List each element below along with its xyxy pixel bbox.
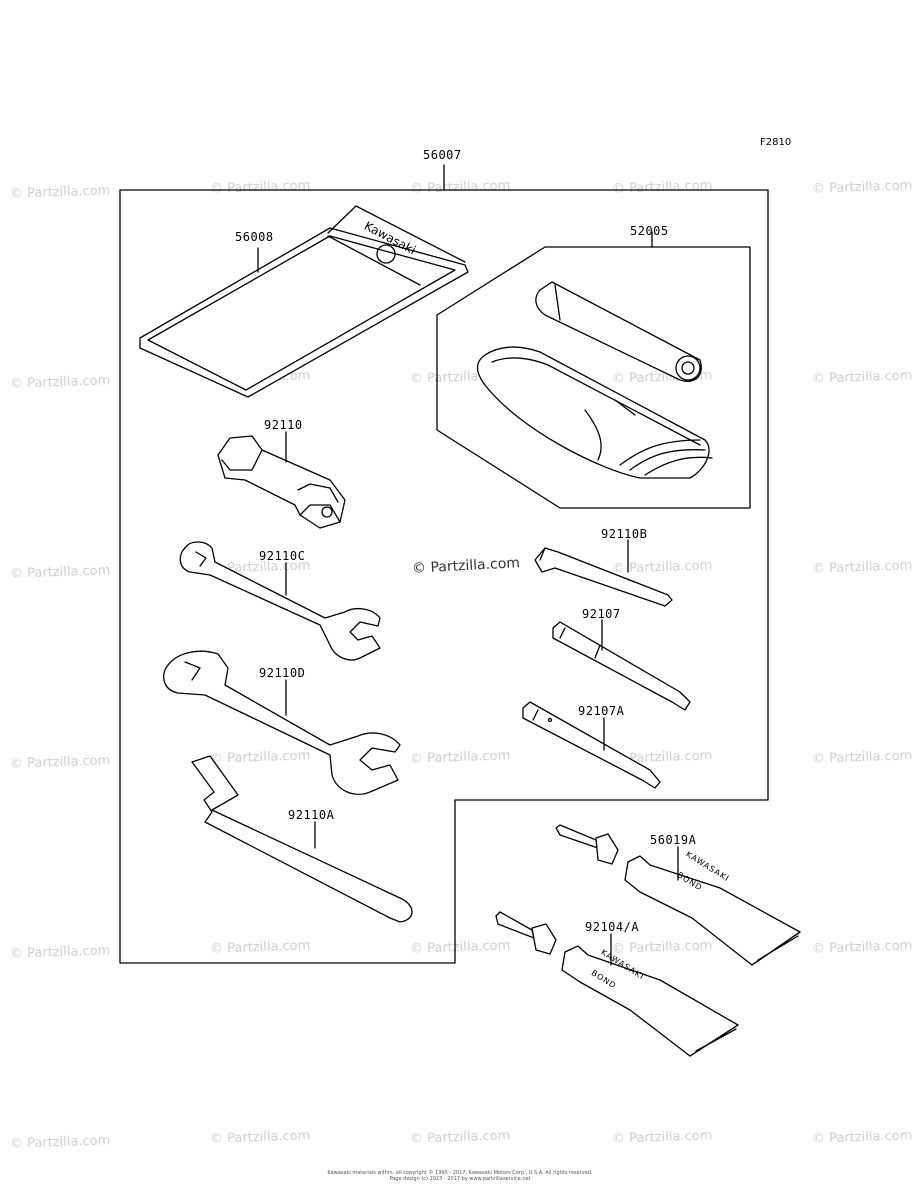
hook-wrench-drawing <box>191 755 413 923</box>
part-label-screwdriver-a[interactable]: 92107 <box>582 607 621 621</box>
part-label-wrench-large[interactable]: 92110D <box>259 666 306 680</box>
bag-set-outline <box>436 246 751 509</box>
part-label-pouch[interactable]: 56008 <box>235 230 274 244</box>
screwdriver-b-drawing <box>522 701 661 789</box>
large-wrench-drawing <box>163 650 401 795</box>
small-wrench-drawing <box>179 541 381 661</box>
part-label-bond-b[interactable]: 92104/A <box>585 920 640 934</box>
footer-line-1: Kawasaki materials within, all copyright… <box>327 1170 593 1176</box>
bond-tube-b-drawing <box>495 911 739 1057</box>
bond-tube-a-drawing <box>555 824 801 966</box>
part-label-kit[interactable]: 56007 <box>423 148 462 162</box>
plug-wrench-drawing <box>217 431 346 529</box>
hex-key-drawing <box>534 539 673 607</box>
part-label-hex-key[interactable]: 92110B <box>601 527 648 541</box>
pouch-drawing <box>139 205 469 398</box>
screwdriver-a-drawing <box>552 619 691 711</box>
part-label-wrench-small[interactable]: 92110C <box>259 549 306 563</box>
kit-outline <box>119 189 769 964</box>
tool-bag-drawing <box>476 281 713 479</box>
part-label-screwdriver-b[interactable]: 92107A <box>578 704 625 718</box>
part-label-hook-wrench[interactable]: 92110A <box>288 808 335 822</box>
part-label-plug-wrench[interactable]: 92110 <box>264 418 303 432</box>
copyright-footer: Kawasaki materials within, all copyright… <box>300 1170 620 1182</box>
figure-code: F2810 <box>760 137 792 148</box>
part-label-bond-a[interactable]: 56019A <box>650 833 697 847</box>
footer-line-2: Page design (c) 2023 - 2017 by www.partz… <box>389 1176 531 1182</box>
part-label-bag-set[interactable]: 52005 <box>630 224 669 238</box>
